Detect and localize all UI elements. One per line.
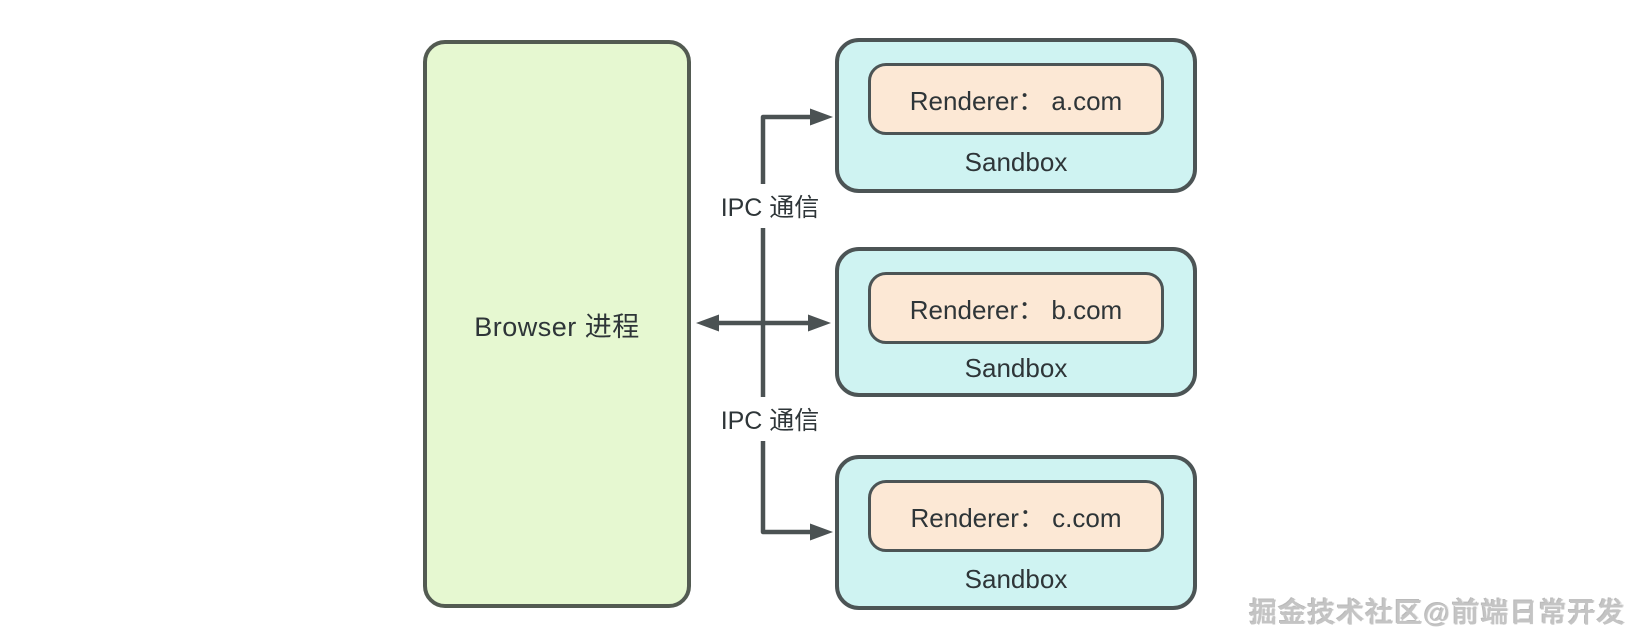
renderer-label-c: Renderer： c.com [910,502,1122,533]
arrowhead-top-right [810,108,833,126]
ipc-label-bottom: IPC 通信 [714,397,826,441]
renderer-label-b: Renderer： b.com [909,294,1123,325]
ipc-label-top: IPC 通信 [714,184,826,228]
arrowhead-middle-left [696,314,719,332]
renderer-box-a: Renderer： a.com [868,63,1164,135]
arrowhead-bottom-right [810,523,833,541]
renderer-box-c: Renderer： c.com [868,480,1164,552]
sandbox-label-b: Sandbox [964,353,1068,383]
browser-process-box: Browser 进程 [423,40,691,608]
sandbox-box-b: Renderer： b.com Sandbox [835,247,1197,397]
ipc-branch-line [760,114,816,535]
sandbox-label-a: Sandbox [964,146,1068,177]
watermark-text: 掘金技术社区@前端日常开发 [1249,598,1626,628]
sandbox-label-c: Sandbox [964,563,1068,594]
renderer-box-b: Renderer： b.com [868,272,1164,344]
arrowhead-middle-right [808,314,831,332]
browser-process-label: Browser 进程 [474,311,640,342]
sandbox-box-a: Renderer： a.com Sandbox [835,38,1197,193]
sandbox-box-c: Renderer： c.com Sandbox [835,455,1197,610]
renderer-label-a: Renderer： a.com [909,85,1123,116]
